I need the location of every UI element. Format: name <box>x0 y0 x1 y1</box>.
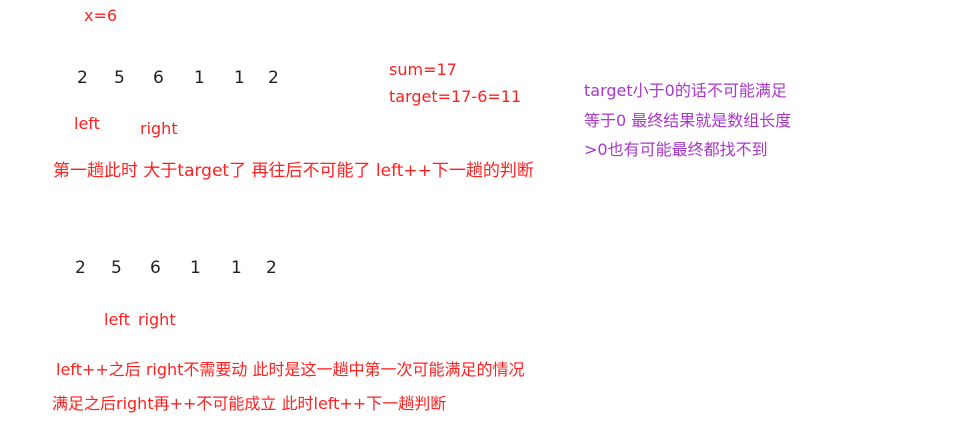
bottom-note-1: left++之后 right不需要动 此时是这一趟中第一次可能满足的情况 <box>56 360 525 379</box>
top-array-item: 2 <box>77 68 88 88</box>
bottom-left-label: left <box>104 310 130 329</box>
bottom-array-item: 1 <box>190 258 201 278</box>
sum-note: sum=17 <box>389 60 457 79</box>
side-note-2: 等于0 最终结果就是数组长度 <box>584 111 792 130</box>
bottom-array-item: 5 <box>111 258 122 278</box>
top-array-item: 6 <box>153 68 164 88</box>
top-array-item: 2 <box>268 68 279 88</box>
top-array-item: 1 <box>194 68 205 88</box>
top-right-label: right <box>140 119 178 138</box>
bottom-right-label: right <box>138 310 176 329</box>
side-note-1: target小于0的话不可能满足 <box>584 81 787 100</box>
target-note: target=17-6=11 <box>389 87 522 106</box>
bottom-array-item: 1 <box>231 258 242 278</box>
top-array-item: 5 <box>114 68 125 88</box>
top-left-label: left <box>74 114 100 133</box>
bottom-array-item: 2 <box>75 258 86 278</box>
bottom-array-item: 2 <box>266 258 277 278</box>
first-pass-note: 第一趟此时 大于target了 再往后不可能了 left++下一趟的判断 <box>53 161 534 181</box>
bottom-array-item: 6 <box>150 258 161 278</box>
x-note: x=6 <box>84 6 118 25</box>
top-array-item: 1 <box>234 68 245 88</box>
side-note-3: >0也有可能最终都找不到 <box>584 140 768 159</box>
bottom-note-2: 满足之后right再++不可能成立 此时left++下一趟判断 <box>52 394 447 413</box>
